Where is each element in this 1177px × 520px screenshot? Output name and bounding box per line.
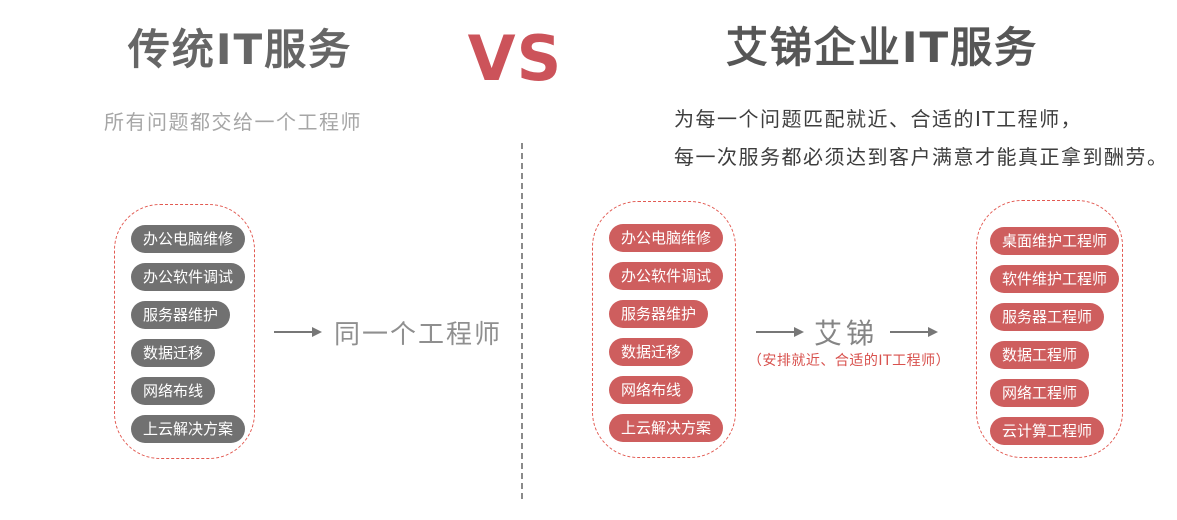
aiti-broker-note: （安排就近、合适的IT工程师）	[747, 353, 951, 369]
aiti-broker: 艾锑	[814, 317, 879, 350]
problem-pill: 网络布线	[131, 377, 216, 405]
arrow-right-icon	[756, 327, 804, 337]
problem-pill: 办公电脑维修	[131, 225, 246, 253]
aiti-flow: 艾锑	[756, 316, 939, 350]
engineer-pill: 网络工程师	[990, 379, 1090, 407]
problem-pill: 服务器维护	[609, 300, 709, 328]
problem-pill: 办公电脑维修	[609, 224, 724, 252]
right-title: 艾锑企业IT服务	[725, 23, 1039, 72]
aiti-problems-box: 办公电脑维修 办公软件调试 服务器维护 数据迁移 网络布线 上云解决方案	[592, 201, 736, 458]
left-subtitle: 所有问题都交给一个工程师	[104, 110, 362, 134]
right-subtitle-line1: 为每一个问题匹配就近、合适的IT工程师，	[674, 107, 1083, 131]
problem-pill: 办公软件调试	[609, 262, 724, 290]
right-subtitle: 为每一个问题匹配就近、合适的IT工程师， 每一次服务都必须达到客户满意才能真正拿…	[674, 100, 1169, 176]
aiti-engineers-box: 桌面维护工程师 软件维护工程师 服务器工程师 数据工程师 网络工程师 云计算工程…	[976, 200, 1123, 458]
vs-label: VS	[467, 22, 563, 95]
engineer-pill: 桌面维护工程师	[990, 227, 1120, 255]
engineer-pill: 云计算工程师	[990, 417, 1105, 445]
problem-pill: 数据迁移	[131, 339, 216, 367]
traditional-problems-box: 办公电脑维修 办公软件调试 服务器维护 数据迁移 网络布线 上云解决方案	[114, 204, 255, 459]
problem-pill: 办公软件调试	[131, 263, 246, 291]
problem-pill: 数据迁移	[609, 338, 694, 366]
problem-pill: 服务器维护	[131, 301, 231, 329]
engineer-pill: 服务器工程师	[990, 303, 1105, 331]
vertical-divider	[521, 143, 523, 499]
arrow-right-icon	[274, 327, 322, 337]
right-subtitle-line2: 每一次服务都必须达到客户满意才能真正拿到酬劳。	[674, 145, 1169, 169]
engineer-pill: 数据工程师	[990, 341, 1090, 369]
arrow-right-icon	[890, 327, 939, 337]
left-title: 传统IT服务	[127, 25, 353, 74]
engineer-pill: 软件维护工程师	[990, 265, 1120, 293]
traditional-flow: 同一个工程师	[274, 316, 503, 350]
problem-pill: 上云解决方案	[131, 415, 246, 443]
problem-pill: 上云解决方案	[609, 414, 724, 442]
problem-pill: 网络布线	[609, 376, 694, 404]
traditional-result: 同一个工程师	[334, 319, 503, 350]
